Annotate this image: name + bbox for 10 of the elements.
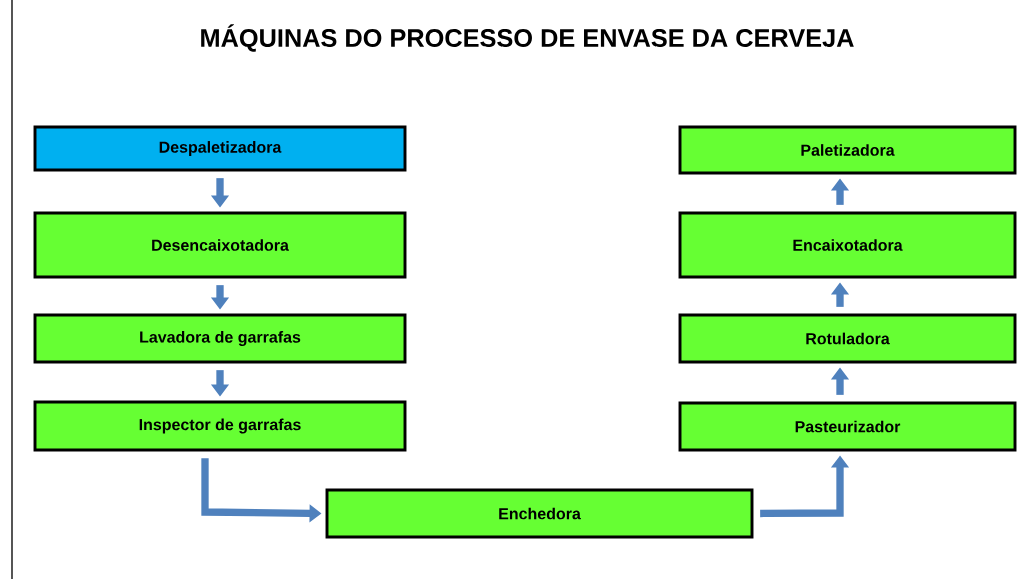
process-box: Rotuladora: [678, 313, 1017, 364]
process-box: Desencaixotadora: [33, 211, 407, 279]
process-box: Paletizadora: [678, 125, 1017, 175]
process-box: Pasteurizador: [678, 401, 1017, 452]
title: MÁQUINAS DO PROCESSO DE ENVASE DA CERVEJA: [201, 24, 854, 52]
process-box: Inspector de garrafas: [33, 400, 407, 452]
process-box: Enchedora: [325, 488, 754, 539]
process-box: Lavadora de garrafas: [33, 313, 407, 364]
process-box: Despaletizadora: [33, 125, 407, 172]
process-box: Encaixotadora: [678, 211, 1017, 279]
